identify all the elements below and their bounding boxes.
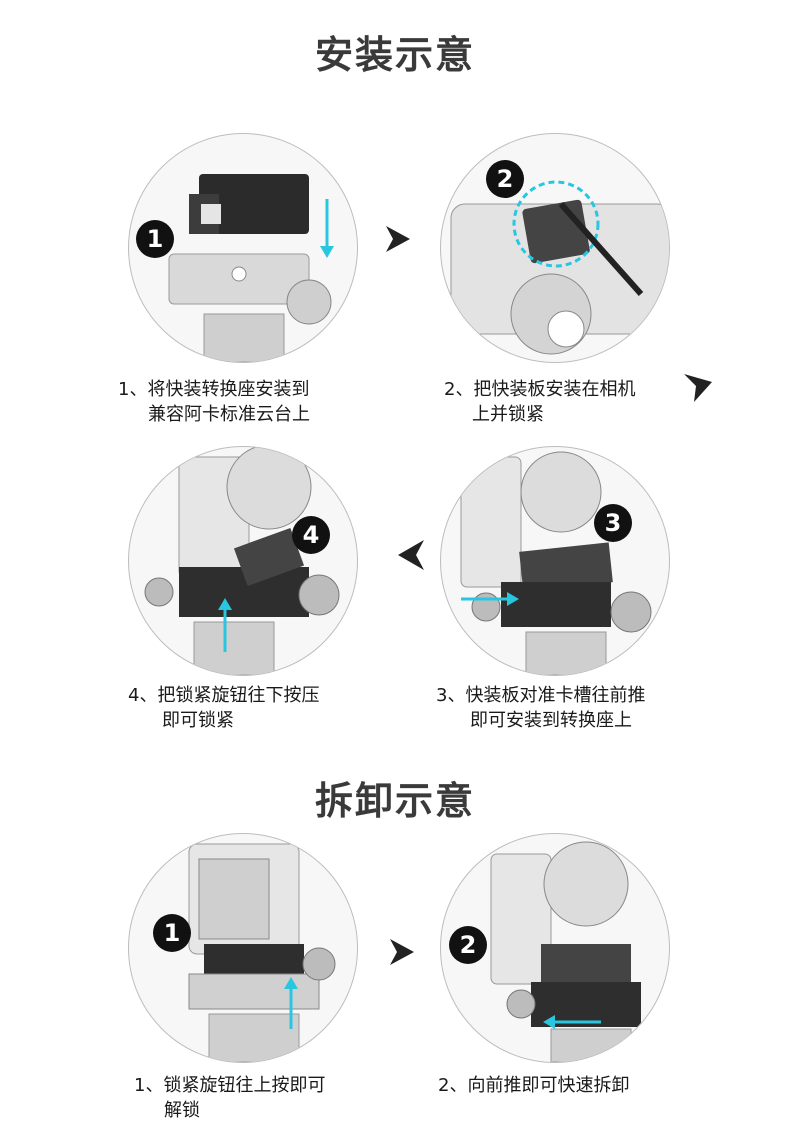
step-badge-4: 4 [292,516,330,554]
arrowhead-icon [398,540,424,570]
slide-remove-illustration [490,841,641,1062]
caption-line: 兼容阿卡标准云台上 [148,404,310,425]
install-step-2-caption: 2、把快装板安装在相机 上并锁紧 [444,377,635,427]
quick-release-illustration [168,174,334,362]
camera-plate-illustration [450,180,669,355]
caption-line: 即可锁紧 [162,710,234,731]
install-step-1-image [128,133,358,363]
step-badge-remove-1: 1 [153,914,191,952]
unlock-illustration [188,843,336,1062]
install-step-4-caption: 4、把锁紧旋钮往下按压 即可锁紧 [128,683,319,733]
caption-line: 4、把锁紧旋钮往下按压 [128,685,320,706]
install-step-3-caption: 3、快装板对准卡槽往前推 即可安装到转换座上 [436,683,645,733]
install-step-4-image [128,446,358,676]
remove-step-1-caption: 1、锁紧旋钮往上按即可 解锁 [134,1073,325,1123]
caption-line: 1、将快装转换座安装到 [118,379,310,400]
install-step-2-image [440,133,670,363]
caption-line: 3、快装板对准卡槽往前推 [436,685,646,706]
caption-line: 2、把快装板安装在相机 [444,379,636,400]
step-badge-remove-2: 2 [449,926,487,964]
install-step-1-caption: 1、将快装转换座安装到 兼容阿卡标准云台上 [118,377,310,427]
caption-line: 上并锁紧 [472,404,544,425]
caption-line: 2、向前推即可快速拆卸 [438,1075,630,1096]
arrowhead-icon [386,226,410,252]
arrowhead-icon [390,939,414,965]
remove-section-title: 拆卸示意 [314,779,475,823]
arrowhead-icon [684,374,712,402]
remove-step-2-image [440,833,670,1063]
caption-line: 即可安装到转换座上 [470,710,632,731]
caption-line: 1、锁紧旋钮往上按即可 [134,1075,326,1096]
slide-plate-illustration [460,451,652,675]
remove-step-1-image [128,833,358,1063]
lock-knob-illustration [144,447,340,675]
install-section-title: 安装示意 [314,33,475,77]
remove-step-2-caption: 2、向前推即可快速拆卸 [438,1073,629,1098]
step-badge-1: 1 [136,220,174,258]
caption-line: 解锁 [164,1100,200,1121]
step-badge-3: 3 [594,504,632,542]
install-step-3-image [440,446,670,676]
step-badge-2: 2 [486,160,524,198]
